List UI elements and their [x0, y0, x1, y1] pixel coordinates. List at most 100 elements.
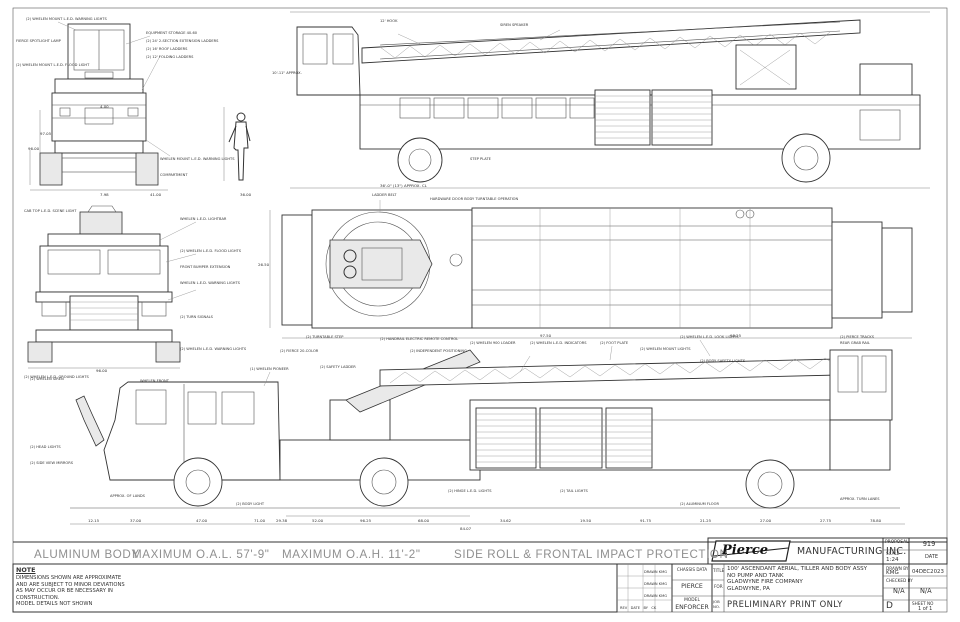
scale-label: SCALE [886, 551, 900, 556]
job-label: JOB NO. [713, 599, 720, 609]
proposal-number: 919 [922, 540, 936, 548]
callout-lower-6: (2) HEAD LIGHTS [30, 445, 61, 449]
callout-plan-2: HARDWARE DOOR BODY TURNTABLE OPERATION [430, 197, 518, 201]
dim-k: 26.50 [258, 262, 270, 267]
callout-lower-10: (2) HINGE L.E.D. LIGHTS [448, 489, 492, 493]
callout-lower-13: (2) ALUMINUM FLOOR [680, 502, 719, 506]
dim-c: 47.00 [196, 518, 208, 523]
person-scale-figure [223, 107, 251, 181]
callout-compartment: COMPARTMENT [160, 173, 188, 177]
callout-plan-1: LADDER BELT [372, 193, 397, 197]
dim-v: 84.07 [460, 526, 472, 531]
dim-u: 34.62 [500, 518, 512, 523]
note-line: DIMENSIONS SHOWN ARE APPROXIMATE [16, 575, 122, 581]
callout-lower-8: APPROX. OF LANDS [110, 494, 146, 498]
dim-r: 27.00 [760, 518, 772, 523]
callout-front-turn: (2) TURN SIGNALS [180, 315, 214, 319]
callout-plan-3: (2) TURNTABLE STEP [306, 335, 344, 339]
dim-n: 96.00 [28, 146, 40, 151]
revision-row: DRAWN KMG [644, 582, 668, 586]
sheet-size: D [886, 601, 893, 611]
callout-lower-15: REAR GRAB RAIL [840, 341, 870, 345]
banner-protection: SIDE ROLL & FRONTAL IMPACT PROTECTION [454, 548, 729, 561]
dim-g: 68.00 [418, 518, 430, 523]
callout-front-bottom: (2) WHELEN L.E.D. GROUND LIGHTS [24, 375, 90, 379]
date-value: 04DEC2023 [912, 569, 944, 575]
callout-top-front-3: (2) WHELEN MOUNT L.E.D. FLOOD LIGHT [16, 63, 90, 67]
status-text: PRELIMINARY PRINT ONLY [727, 599, 843, 609]
dim-x: 36.00 [240, 192, 252, 197]
title-block-grid [12, 537, 948, 613]
callout-lower-12: APPROX. TURN LANES [840, 497, 880, 501]
note-line: AND ARE SUBJECT TO MINOR DEVIATIONS [16, 581, 125, 588]
callout-lower-11: (2) TAIL LIGHTS [560, 489, 589, 493]
drawing-title: 100' ASCENDANT AERIAL, TILLER AND BODY A… [727, 566, 867, 592]
dim-i: 4.00 [100, 104, 109, 109]
callout-top-front-1: (2) WHELEN MOUNT L.E.D. WARNING LIGHTS [26, 17, 107, 21]
leader-lines [57, 21, 711, 387]
dim-d: 71.00 [254, 518, 266, 523]
sheet-value: 1 of 1 [918, 606, 933, 612]
callout-lower-2: (2) FIERCE 20-COLOR [280, 349, 319, 353]
front-view [27, 205, 181, 369]
model-value: ENFORCER [675, 604, 709, 611]
callout-warning-light: WHELEN MOUNT L.E.D. WARNING LIGHTS [160, 157, 235, 161]
dim-o: 97.05 [40, 131, 52, 136]
callout-lower-7: (2) SIDE VIEW MIRRORS [30, 461, 74, 465]
revision-row: DRAWN KMG [644, 594, 668, 598]
chassis-value: PIERCE [681, 583, 703, 590]
callout-front-pump: FRONT BUMPER EXTENSION [180, 265, 231, 269]
callout-lower-1: (1) WHELEN PIONEER [250, 367, 289, 371]
callout-lower-14: (2) WHELEN MOUNT LIGHTS [640, 347, 691, 351]
dim-l: 97.50 [540, 333, 552, 338]
callout-front-warning: WHELEN L.E.D. WARNING LIGHTS [180, 281, 241, 285]
callout-front-lower: (2) WHELEN L.E.D. WARNING LIGHTS [180, 347, 247, 351]
dim-p: 29.38 [276, 518, 288, 523]
compartment-roll-doors-lower [475, 407, 653, 469]
scale-value: 1:24 [886, 557, 899, 563]
checked-value-2: N/A [920, 587, 932, 595]
dim-s: 27.75 [820, 518, 832, 523]
title-label: TITLE [713, 568, 725, 573]
callout-step: STEP PLATE [470, 157, 492, 161]
callout-side-top-1: (2) 16' ROOF LADDERS [146, 47, 188, 51]
callout-side-top-2: (2) 12' FOLDING LADDERS [146, 55, 194, 59]
callout-side-top-3: SIREN SPEAKER [500, 23, 529, 27]
callout-front-light-bar: WHELEN L.E.D. LIGHTBAR [180, 217, 227, 221]
dim-h: 19.50 [580, 518, 592, 523]
checked-label: CHECKED BY [886, 578, 913, 583]
note-heading: NOTE [16, 566, 36, 574]
note-line: MODEL DETAILS NOT SHOWN [16, 601, 93, 608]
company-name: MANUFACTURING INC. [797, 546, 907, 557]
dim-j: 7.98 [100, 192, 109, 197]
for-label: FOR [714, 584, 723, 589]
title-line: 100' ASCENDANT AERIAL, TILLER AND BODY A… [727, 566, 868, 572]
revision-row: DRAWN KMG [644, 570, 668, 574]
callout-front-upper: CAB TOP L.E.D. SCENE LIGHT [24, 209, 77, 213]
banner-oah: MAXIMUM O.A.H. 11'-2" [282, 548, 421, 561]
customer: GLADWYNE FIRE COMPANY [727, 579, 803, 586]
dim-m: 96.00 [96, 368, 108, 373]
dim-z: 98.25 [730, 333, 742, 338]
callout-ladders: (2) 24' 2-SECTION EXTENSION LADDERS [146, 39, 219, 43]
date-label: DATE [925, 554, 939, 560]
callout-plan-7: (2) FOOT PLATE [600, 341, 629, 345]
checked-value: N/A [893, 587, 905, 595]
callout-plan-4: (2) HANDRAIL ELECTRIC REMOTE CONTROL [380, 337, 458, 341]
banner-body: ALUMINUM BODY [34, 548, 140, 561]
dim-t: 91.75 [640, 518, 652, 523]
dim-f: 96.25 [360, 518, 372, 523]
note-lines: DIMENSIONS SHOWN ARE APPROXIMATE AND ARE… [16, 575, 125, 608]
drawn-value: KMG [886, 570, 899, 576]
callout-hose: 12' HOOK [380, 19, 398, 23]
location: GLADWYNE, PA [727, 585, 770, 592]
callout-plan-9: (2) PIERCE TRACKS [840, 335, 875, 339]
callout-plan-5: (2) WHELEN 900 LOADER [470, 341, 516, 345]
dimensions: 36'-0" (13") APPROX. CL 12.15 37.00 47.0… [28, 104, 882, 531]
callout-equipment: EQUIPMENT STORAGE 40-60 [146, 31, 198, 35]
pierce-logo: Pierce [722, 543, 769, 558]
revision-headers: REV DATE BY CK [620, 606, 657, 610]
callout-plan-8: (2) WHELEN L.E.D. LOOK LIGHTS [680, 335, 739, 339]
